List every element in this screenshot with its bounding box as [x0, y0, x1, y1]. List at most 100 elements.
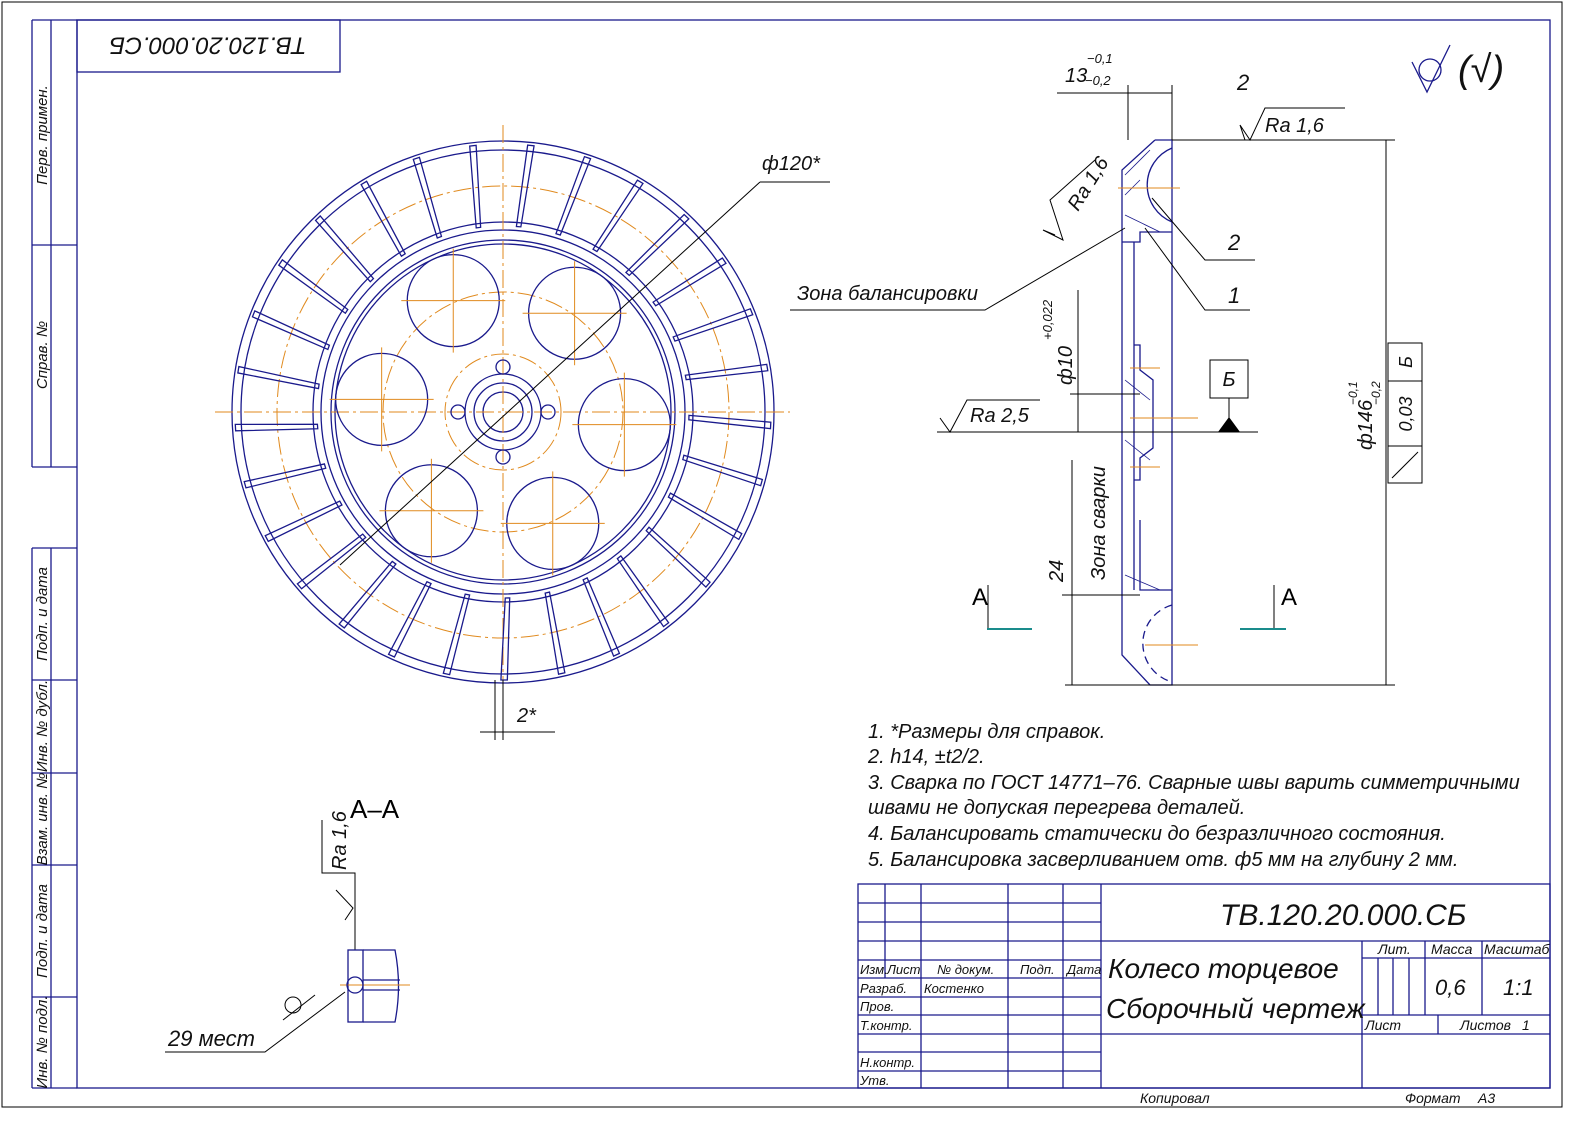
tb-header: Дата [1065, 962, 1101, 977]
ra-hub-label: Ra 2,5 [970, 405, 1030, 427]
drawing-title-2: Сборочный чертеж [1106, 993, 1367, 1024]
wheel-rib [616, 554, 670, 628]
tb-header: Лист [886, 962, 921, 977]
hub-hole [450, 404, 466, 420]
wheel-rib [645, 526, 711, 589]
wheel-side-section [1118, 139, 1198, 686]
wheel-rib [277, 258, 349, 315]
sheets-label: Листов [1459, 1017, 1511, 1033]
wheel-rib [296, 533, 367, 590]
wheel-rib [314, 215, 375, 283]
wheel-rib [500, 597, 511, 681]
hub-hole [495, 449, 511, 465]
runout-frame [1387, 342, 1423, 484]
ra-top-label: Ra 1,6 [1265, 115, 1325, 137]
general-roughness: (√) [1458, 49, 1504, 91]
dia146-upper: −0,1 [1346, 381, 1360, 405]
note: швами не допуская перегрева деталей. [868, 797, 1245, 819]
pos1-label: 1 [1228, 283, 1240, 308]
pos2-label: 2 [1227, 230, 1240, 255]
wheel-rib [544, 591, 566, 675]
wheel-rib [682, 454, 764, 487]
dia10-tolerance: +0,022 [1040, 299, 1055, 340]
note: 4. Балансировать статически до безразлич… [868, 823, 1446, 845]
sheets-count: 1 [1522, 1017, 1530, 1033]
wheel-rib [237, 365, 320, 390]
tb-header: № докум. [937, 962, 994, 977]
note: 2. h14, ±t2/2. [867, 746, 985, 768]
wheel-front-view [215, 125, 790, 700]
wheel-rib [667, 492, 743, 541]
section-mark-left: А [972, 584, 988, 611]
dia10-label: ф10 [1055, 346, 1077, 385]
section-mark-right: А [1281, 584, 1297, 611]
wheel-rib [582, 576, 621, 657]
wheel-rib [672, 307, 754, 342]
scale-value: 1:1 [1503, 975, 1534, 1000]
lit-label: Лит. [1377, 941, 1411, 957]
wheel-rib [251, 309, 331, 351]
places-label: 29 мест [167, 1026, 255, 1051]
technical-notes: 1. *Размеры для справок. 2. h14, ±t2/2. … [867, 721, 1520, 871]
weld-zone-label: Зона сварки [1088, 466, 1110, 580]
title-block [857, 883, 1551, 1089]
wheel-rib [243, 463, 327, 489]
wheel-rib [264, 500, 343, 543]
wheel-rib [652, 257, 727, 307]
tb-role: Разраб. [860, 981, 907, 996]
copied-label: Копировал [1140, 1090, 1210, 1106]
format-label: Формат [1405, 1090, 1461, 1106]
runout-value: 0,03 [1396, 396, 1416, 431]
strip-label: Взам. инв. № [34, 773, 51, 866]
drawing-code: ТВ.120.20.000.СБ [1220, 899, 1466, 932]
top-code-rotated: ТВ.120.20.000.СБ [109, 32, 306, 59]
strip-label: Подп. и дата [34, 884, 51, 978]
tb-role: Н.контр. [860, 1055, 915, 1070]
datum-triangle [1218, 417, 1240, 432]
mass-value: 0,6 [1435, 975, 1466, 1000]
ra-section-label: Ra 1,6 [329, 810, 351, 870]
hub-hole [495, 359, 511, 375]
wheel-rib [515, 144, 535, 228]
tb-header: Изм. [860, 962, 888, 977]
wheel-rib [387, 580, 432, 658]
wheel-rib [625, 213, 690, 277]
tb-role: Утв. [859, 1073, 890, 1088]
dia120-label: ф120* [762, 153, 821, 175]
dia146-label: ф146 [1355, 399, 1377, 450]
dim13-label: 13 [1065, 65, 1087, 87]
mass-label: Масса [1431, 941, 1473, 957]
sheet-label: Лист [1364, 1017, 1401, 1033]
format-value: А3 [1477, 1090, 1495, 1106]
wheel-rib [412, 156, 443, 239]
tb-header: Подп. [1020, 962, 1055, 977]
strip-label: Перв. примен. [34, 85, 51, 185]
pos2-label: 2 [1236, 70, 1249, 95]
datum-label: Б [1222, 369, 1235, 391]
gap2-label: 2* [516, 705, 537, 727]
balance-zone-label: Зона балансировки [797, 283, 978, 305]
dim24-label: 24 [1046, 560, 1068, 583]
tb-role: Пров. [860, 999, 894, 1014]
dia120-dim-line [339, 181, 761, 566]
wheel-rib [555, 155, 592, 236]
runout-datum: Б [1396, 356, 1416, 368]
wheel-rib [684, 363, 769, 381]
dia146-lower: −0,2 [1369, 381, 1383, 405]
hub-hole [540, 404, 556, 420]
wheel-rib [688, 414, 772, 430]
tb-role: Т.контр. [860, 1018, 912, 1033]
wheel-rib [442, 593, 471, 676]
strip-label: Инв. № дубл. [34, 680, 51, 772]
wheel-rib [234, 423, 319, 432]
drawing-title-1: Колесо торцевое [1108, 953, 1339, 984]
ra-slope-label: Ra 1,6 [1064, 152, 1114, 214]
section-title: А–А [350, 794, 400, 824]
note: 3. Сварка по ГОСТ 14771–76. Сварные швы … [868, 772, 1520, 794]
side-strip [31, 19, 77, 1089]
strip-label: Инв. № подл. [34, 995, 51, 1088]
wheel-rib [338, 560, 397, 629]
inner-frame [76, 19, 1551, 1089]
note: 1. *Размеры для справок. [868, 721, 1105, 743]
